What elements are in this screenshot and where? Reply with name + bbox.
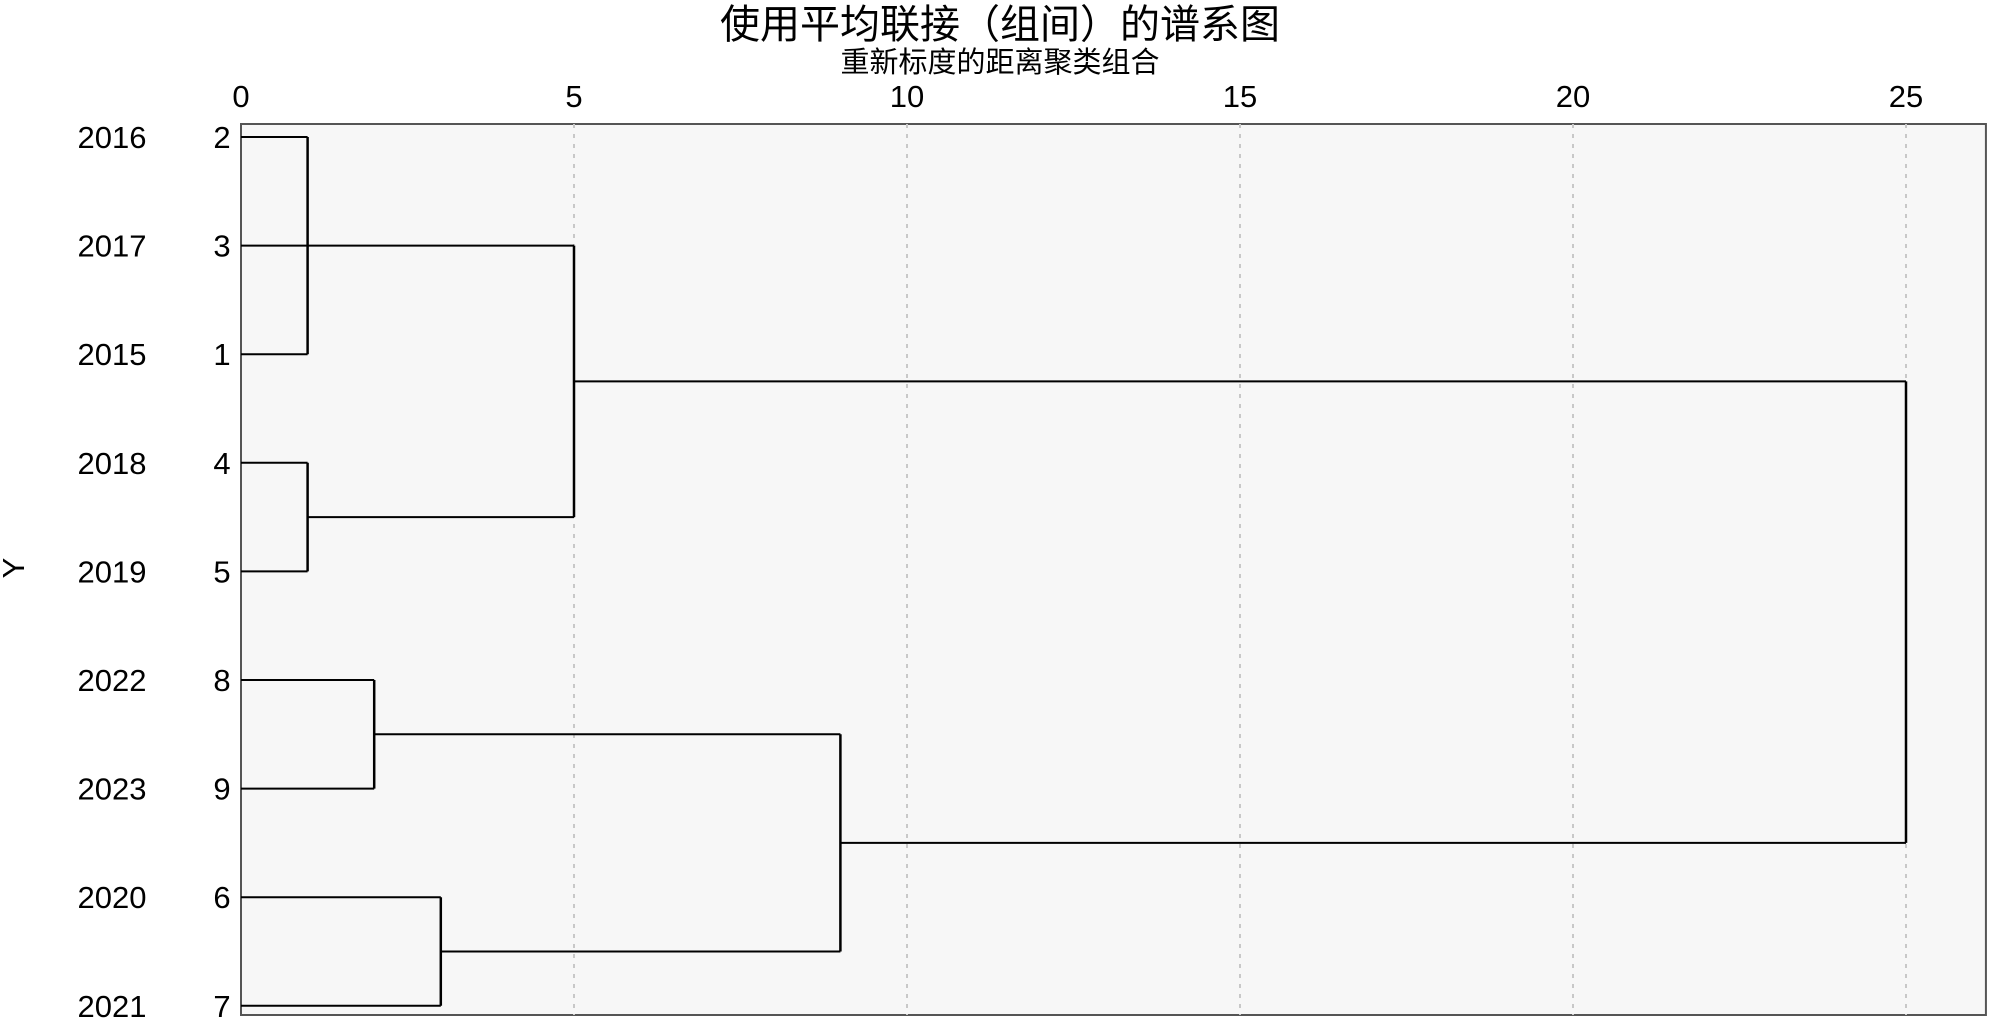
x-tick-label: 0	[232, 79, 249, 114]
leaf-labels: 2016 2 2017 3 2015 1 2018 4 2019 5 2022 8 2023 9 2020 6…	[78, 120, 231, 1018]
leaf-case-number: 3	[213, 229, 230, 264]
chart-title: 使用平均联接（组间）的谱系图	[720, 2, 1280, 48]
dendrogram-links	[241, 136, 1908, 1007]
leaf-year-label: 2020	[78, 880, 147, 915]
leaf-case-number: 1	[213, 337, 230, 372]
leaf-year-label: 2017	[78, 229, 147, 264]
leaf-case-number: 8	[213, 663, 230, 698]
plot-area	[240, 123, 1987, 1016]
chart-subtitle: 重新标度的距离聚类组合	[840, 45, 1159, 79]
leaf-case-number: 5	[213, 554, 230, 589]
leaf-year-label: 2018	[78, 446, 147, 481]
leaf-case-number: 7	[213, 989, 230, 1018]
leaf-case-number: 6	[213, 880, 230, 915]
grid-lines	[573, 124, 1907, 1015]
leaf-year-label: 2023	[78, 772, 147, 807]
x-tick-label: 5	[565, 79, 582, 114]
x-tick-label: 15	[1223, 79, 1257, 114]
leaf-case-number: 9	[213, 772, 230, 807]
leaf-year-label: 2022	[78, 663, 147, 698]
x-axis-ticks: 0 5 10 15 20 25	[232, 79, 1923, 114]
leaf-case-number: 2	[213, 120, 230, 155]
leaf-case-number: 4	[213, 446, 230, 481]
y-axis-label: Y	[0, 558, 31, 579]
leaf-year-label: 2015	[78, 337, 147, 372]
x-tick-label: 10	[890, 79, 924, 114]
x-tick-label: 25	[1889, 79, 1923, 114]
leaf-year-label: 2019	[78, 554, 147, 589]
leaf-year-label: 2021	[78, 989, 147, 1018]
leaf-year-label: 2016	[78, 120, 147, 155]
x-tick-label: 20	[1556, 79, 1590, 114]
